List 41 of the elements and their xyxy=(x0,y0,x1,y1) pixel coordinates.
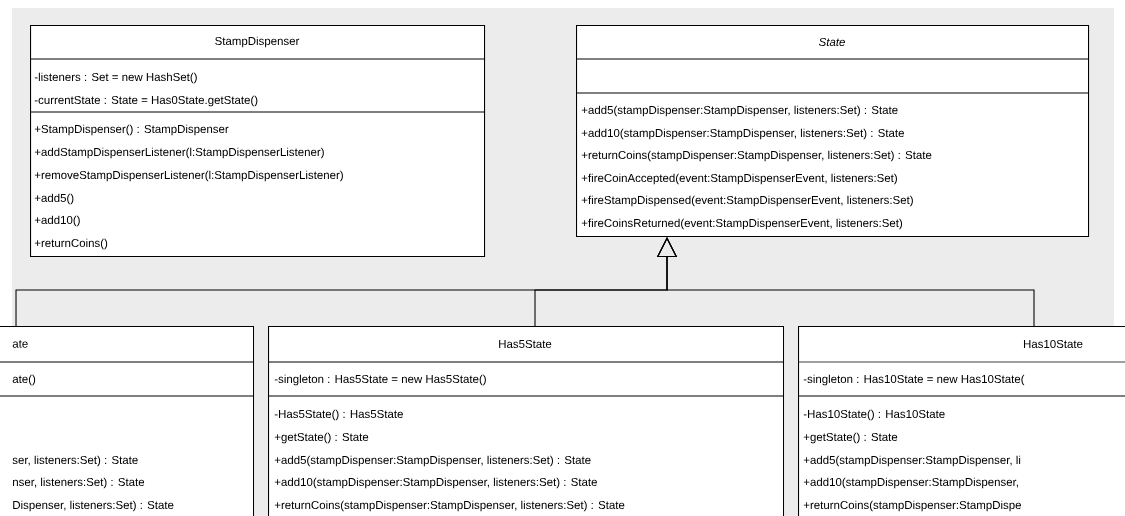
method-text: +add5(stampDispenser:StampDispenser, li xyxy=(803,455,1021,467)
attribute-text: -currentState : State = Has0State.getState() xyxy=(34,95,258,107)
method-text: +add5(stampDispenser:StampDispenser, listeners:Set) : State xyxy=(581,105,898,117)
class-box xyxy=(575,25,1090,238)
method-text: +StampDispenser() : StampDispenser xyxy=(34,124,229,136)
method-text: +fireStampDispensed(event:StampDispenserEvent, listeners:Set) xyxy=(581,195,913,207)
method-text: +add10(stampDispenser:StampDispenser, xyxy=(803,477,1018,489)
class-box xyxy=(267,326,785,516)
attribute-text: ate() xyxy=(12,374,36,386)
class-name: ate xyxy=(12,340,28,348)
method-text: +add5() xyxy=(34,193,74,205)
method-text: +getState() : State xyxy=(803,432,898,444)
method-text: +add5(stampDispenser:StampDispenser, listeners:Set) : State xyxy=(274,455,591,467)
class-box xyxy=(0,326,255,516)
method-text: +removeStampDispenserListener(l:StampDispenserListener) xyxy=(34,170,343,182)
method-text: +add10(stampDispenser:StampDispenser, listeners:Set) : State xyxy=(581,128,904,140)
method-text: +fireCoinsReturned(event:StampDispenserEvent, listeners:Set) xyxy=(581,218,903,230)
method-text: +returnCoins(stampDispenser:StampDispe xyxy=(803,500,1021,512)
method-text: +returnCoins(stampDispenser:StampDispenser, listeners:Set) : State xyxy=(274,500,625,512)
method-text: -Has10State() : Has10State xyxy=(803,409,945,421)
class-name: Has5State xyxy=(499,339,552,349)
method-text: +returnCoins() xyxy=(34,238,108,250)
generalization-arrow xyxy=(656,237,1035,327)
class-name: Has10State xyxy=(1024,339,1083,349)
method-text: +add10() xyxy=(34,215,80,227)
method-text: +addStampDispenserListener(l:StampDispenserListener) xyxy=(34,147,324,159)
method-text: Dispenser, listeners:Set) : State xyxy=(13,500,174,512)
method-text: +returnCoins(stampDispenser:StampDispenser, listeners:Set) : State xyxy=(581,150,932,162)
method-text: ser, listeners:Set) : State xyxy=(12,455,138,467)
method-text: +getState() : State xyxy=(274,432,369,444)
attribute-text: -singleton : Has10State = new Has10State( xyxy=(803,374,1025,386)
method-text: -Has5State() : Has5State xyxy=(274,409,403,421)
attribute-text: -listeners : Set = new HashSet() xyxy=(34,72,197,84)
method-text: +add10(stampDispenser:StampDispenser, listeners:Set) : State xyxy=(274,477,597,489)
method-text: +fireCoinAccepted(event:StampDispenserEvent, listeners:Set) xyxy=(581,173,897,185)
attribute-text: -singleton : Has5State = new Has5State() xyxy=(274,374,486,386)
class-name: StampDispenser xyxy=(215,36,300,48)
method-text: nser, listeners:Set) : State xyxy=(13,477,145,489)
class-box xyxy=(797,326,1125,516)
class-name: State xyxy=(818,37,845,47)
class-box xyxy=(29,25,486,258)
